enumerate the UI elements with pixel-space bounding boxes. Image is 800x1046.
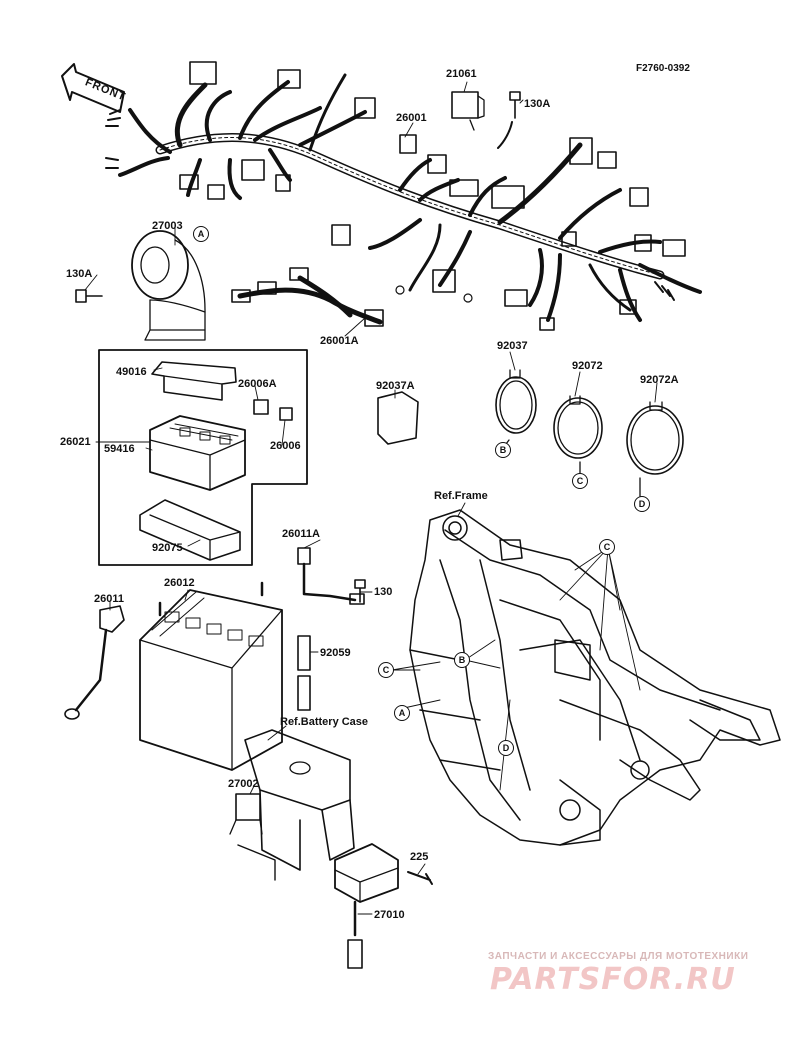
lead-26011A bbox=[297, 547, 365, 605]
lead-26011 bbox=[64, 605, 125, 720]
starter-relay-27010 bbox=[334, 843, 399, 969]
part-label-27003: 27003 bbox=[152, 220, 183, 232]
ref-frame-label: Ref.Frame bbox=[434, 490, 488, 502]
part-label-26001A: 26001A bbox=[320, 335, 359, 347]
bolt-225 bbox=[407, 871, 433, 885]
part-label-26001: 26001 bbox=[396, 112, 427, 124]
fuse-cover-49016 bbox=[151, 361, 237, 401]
relay-27002 bbox=[229, 793, 263, 835]
front-arrow-icon bbox=[61, 63, 125, 113]
part-label-49016: 49016 bbox=[116, 366, 147, 378]
bolt-130A-left bbox=[75, 289, 103, 303]
part-label-21061: 21061 bbox=[446, 68, 477, 80]
watermark-logo: PARTSFOR.RU bbox=[490, 962, 736, 997]
part-label-130: 130 bbox=[374, 586, 393, 598]
horn-27003 bbox=[131, 230, 206, 341]
part-label-92037A: 92037A bbox=[376, 380, 415, 392]
band-92072A bbox=[626, 401, 684, 497]
callout-c-band: C bbox=[572, 473, 588, 489]
motorcycle-frame bbox=[409, 509, 781, 846]
part-label-130A-top: 130A bbox=[524, 98, 551, 110]
band-92072 bbox=[553, 395, 603, 475]
fusebox-assembly-frame bbox=[98, 349, 308, 566]
part-label-225: 225 bbox=[410, 851, 429, 863]
part-label-92072A: 92072A bbox=[640, 374, 679, 386]
part-label-26012: 26012 bbox=[164, 577, 195, 589]
part-label-26021: 26021 bbox=[60, 436, 91, 448]
part-label-27002: 27002 bbox=[228, 778, 259, 790]
callout-c-frame-top: C bbox=[599, 539, 615, 555]
drawing-code: F2760-0392 bbox=[636, 63, 690, 74]
callout-d-band: D bbox=[634, 496, 650, 512]
callout-c-frame-left: C bbox=[378, 662, 394, 678]
part-label-92075: 92075 bbox=[152, 542, 183, 554]
part-label-92059: 92059 bbox=[320, 647, 351, 659]
battery-26012 bbox=[139, 581, 283, 771]
part-label-26011: 26011 bbox=[94, 593, 124, 605]
part-label-130A-left: 130A bbox=[66, 268, 93, 280]
bolt-130A-top bbox=[497, 91, 521, 149]
fuse-box-59416 bbox=[149, 415, 246, 491]
fuse-26006A bbox=[253, 399, 269, 415]
cushion-92075 bbox=[139, 499, 241, 561]
bolt-130 bbox=[354, 579, 366, 603]
part-label-59416: 59416 bbox=[104, 443, 135, 455]
main-wiring-harness bbox=[105, 61, 702, 331]
part-label-26006A: 26006A bbox=[238, 378, 277, 390]
pad-92037A bbox=[377, 391, 419, 445]
callout-d-frame: D bbox=[498, 740, 514, 756]
callout-b-frame: B bbox=[454, 652, 470, 668]
part-label-27010: 27010 bbox=[374, 909, 405, 921]
battery-case-bracket bbox=[237, 729, 355, 881]
part-label-92037: 92037 bbox=[497, 340, 528, 352]
part-label-92072: 92072 bbox=[572, 360, 603, 372]
callout-a-horn: A bbox=[193, 226, 209, 242]
callout-b-band: B bbox=[495, 442, 511, 458]
ref-battery-case-label: Ref.Battery Case bbox=[280, 716, 369, 728]
leader-lines bbox=[84, 81, 658, 915]
callout-a-frame: A bbox=[394, 705, 410, 721]
part-label-26011A: 26011A bbox=[282, 528, 320, 540]
tube-92059 bbox=[297, 635, 311, 711]
part-label-26006: 26006 bbox=[270, 440, 301, 452]
fuse-26006 bbox=[279, 407, 293, 421]
band-92037 bbox=[495, 369, 537, 449]
watermark-tagline: ЗАПЧАСТИ И АКСЕССУАРЫ ДЛЯ МОТОТЕХНИКИ bbox=[488, 951, 749, 962]
sub-harness-26001A bbox=[231, 267, 384, 327]
relay-21061 bbox=[451, 91, 485, 131]
